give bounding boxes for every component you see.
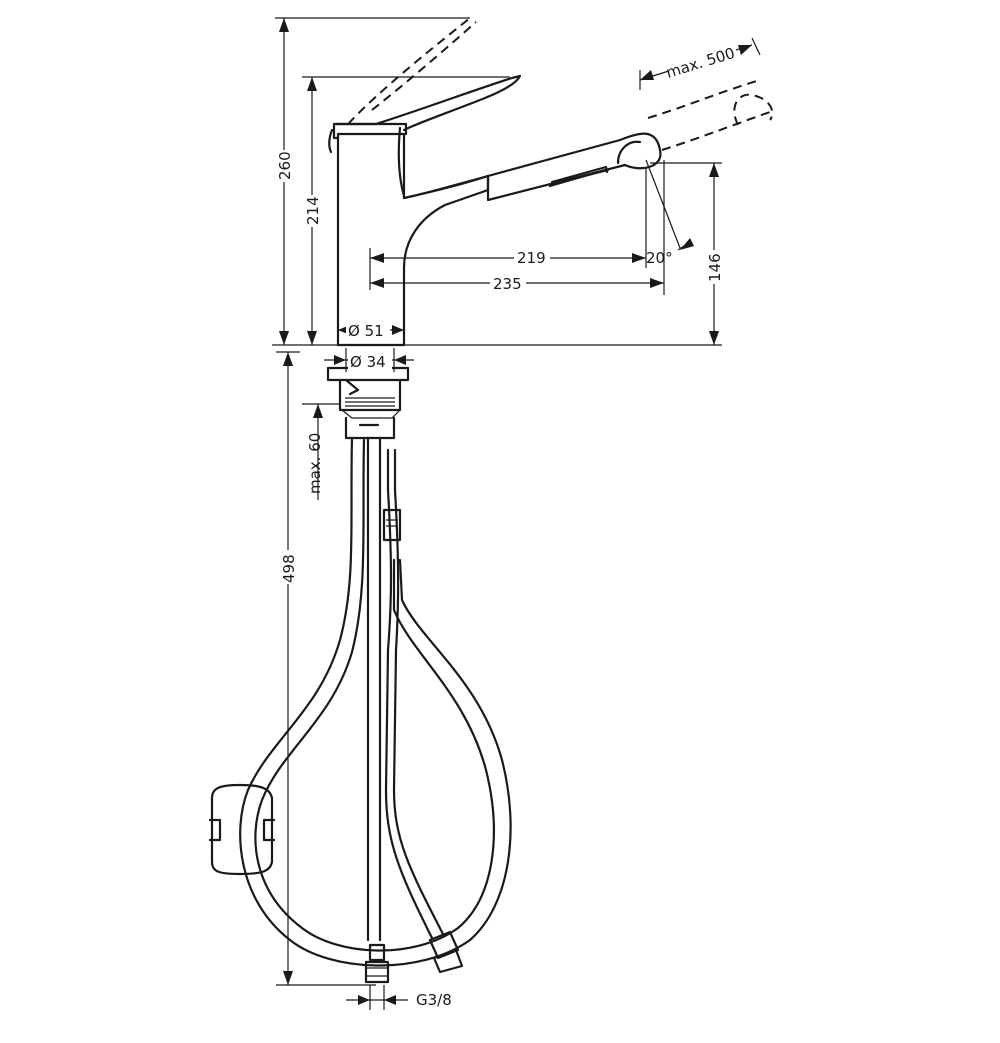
label-146: 146 xyxy=(706,253,724,282)
faucet-body xyxy=(326,17,774,440)
label-498: 498 xyxy=(280,554,298,583)
label-260: 260 xyxy=(276,151,294,180)
label-214: 214 xyxy=(304,196,322,225)
dimension-lines xyxy=(272,17,761,1010)
label-235: 235 xyxy=(493,275,522,293)
hoses xyxy=(208,436,512,984)
label-max-60: max. 60 xyxy=(306,433,324,494)
label-20-degrees: 20° xyxy=(646,249,673,267)
label-diameter-34: Ø 34 xyxy=(350,353,386,371)
label-g3-8: G3/8 xyxy=(416,991,452,1009)
dimension-labels: 260 214 498 max. 60 146 219 235 20° max.… xyxy=(276,35,738,1009)
label-diameter-51: Ø 51 xyxy=(348,322,384,340)
label-219: 219 xyxy=(517,249,546,267)
